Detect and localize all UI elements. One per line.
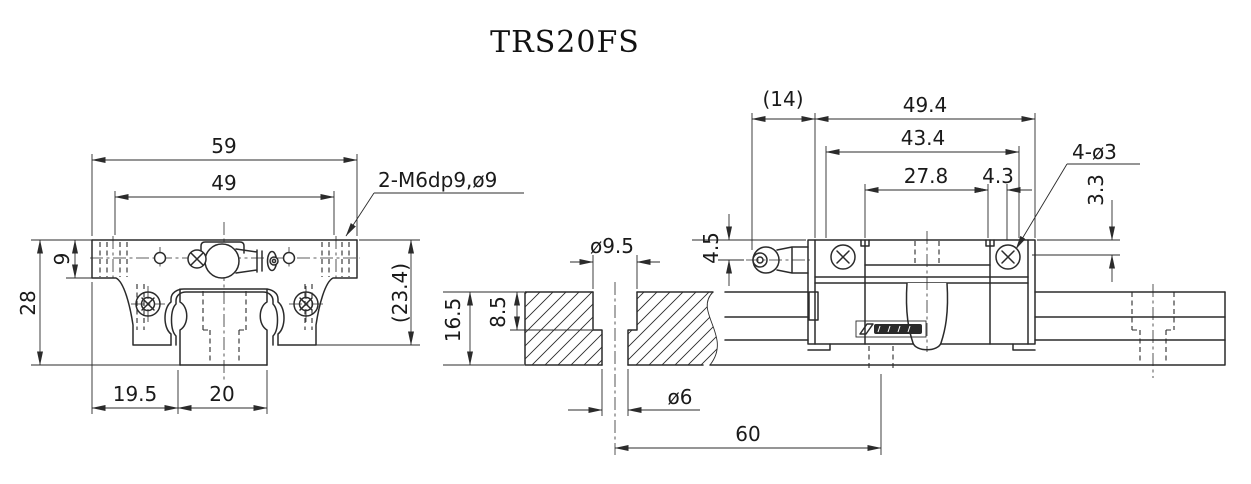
svg-text:19.5: 19.5 [113, 382, 158, 406]
svg-text:16.5: 16.5 [441, 298, 465, 343]
dim-total-height: 28 [16, 239, 180, 366]
brand-logo [855, 320, 927, 338]
svg-text:(23.4): (23.4) [388, 263, 412, 323]
dim-hole-pitch: 60 [614, 374, 882, 455]
front-view: 59 49 9 28 (23.4) 19.5 [16, 134, 524, 414]
rail-section-cut [524, 291, 718, 366]
svg-text:28: 28 [16, 290, 40, 315]
side-view: (14) 49.4 43.4 27.8 4.3 3.3 [441, 87, 1226, 455]
dim-edge-to-rail: 19.5 [91, 282, 179, 414]
front-holes [135, 251, 319, 317]
reference-hole-icon [282, 251, 296, 265]
svg-text:4.3: 4.3 [982, 164, 1014, 188]
svg-text:4-ø3: 4-ø3 [1072, 140, 1117, 164]
rail-side-elevation [709, 291, 1226, 366]
mount-screw-icon [135, 291, 161, 317]
dim-nipple-protrusion: (14) [751, 87, 816, 250]
dim-rail-height: 16.5 [441, 291, 524, 366]
label-mount-holes: 2-M6dp9,ø9 [345, 168, 524, 237]
svg-text:(14): (14) [762, 87, 803, 111]
dim-carriage-height: (23.4) [280, 239, 420, 346]
svg-text:27.8: 27.8 [904, 164, 949, 188]
svg-text:49.4: 49.4 [903, 93, 948, 117]
dim-rail-width: 20 [177, 370, 268, 414]
dim-screw-depth: 3.3 [1032, 174, 1120, 282]
dim-counterbore-dia: ø9.5 [570, 234, 660, 289]
reference-hole-icon [153, 251, 167, 265]
svg-text:2-M6dp9,ø9: 2-M6dp9,ø9 [378, 168, 497, 192]
counterbore-hole [592, 291, 638, 366]
mount-screw-icon [293, 291, 319, 317]
svg-text:9: 9 [50, 253, 74, 266]
side-centerlines [614, 231, 1154, 455]
dim-nipple-offset: 4.5 [692, 214, 806, 286]
grease-nipple-front [187, 241, 279, 279]
svg-text:ø6: ø6 [668, 385, 693, 409]
dim-carriage-inner-length: 43.4 [825, 126, 1020, 238]
front-hidden-lines [99, 242, 350, 364]
label-cap-screws: 4-ø3 [1015, 140, 1140, 250]
dim-body-length: 27.8 [864, 164, 989, 238]
rail-hidden-holes [868, 292, 1175, 368]
dim-mount-hole-spacing: 49 [114, 171, 335, 235]
carriage-front-outline [91, 239, 358, 346]
svg-text:59: 59 [211, 134, 236, 158]
rail-front-profile [179, 288, 268, 366]
svg-text:8.5: 8.5 [486, 296, 510, 328]
dim-carriage-length: 49.4 [814, 93, 1036, 238]
svg-text:20: 20 [209, 382, 234, 406]
dim-flange-height: 9 [50, 239, 92, 279]
svg-text:60: 60 [735, 422, 760, 446]
end-cap-screw-icon [995, 244, 1021, 270]
drawing-title: TRS20FS [490, 25, 640, 60]
end-cap-screw-icon [830, 244, 856, 270]
svg-text:ø9.5: ø9.5 [590, 234, 634, 258]
svg-text:4.5: 4.5 [699, 232, 723, 264]
dim-outer-width: 59 [91, 134, 358, 236]
break-line [706, 291, 718, 366]
dim-screw-offset: 4.3 [974, 164, 1032, 240]
svg-text:3.3: 3.3 [1084, 174, 1108, 206]
dim-bolt-hole-dia: ø6 [568, 369, 700, 416]
svg-text:49: 49 [211, 171, 236, 195]
svg-text:43.4: 43.4 [901, 126, 946, 150]
dim-counterbore-depth: 8.5 [486, 291, 592, 331]
